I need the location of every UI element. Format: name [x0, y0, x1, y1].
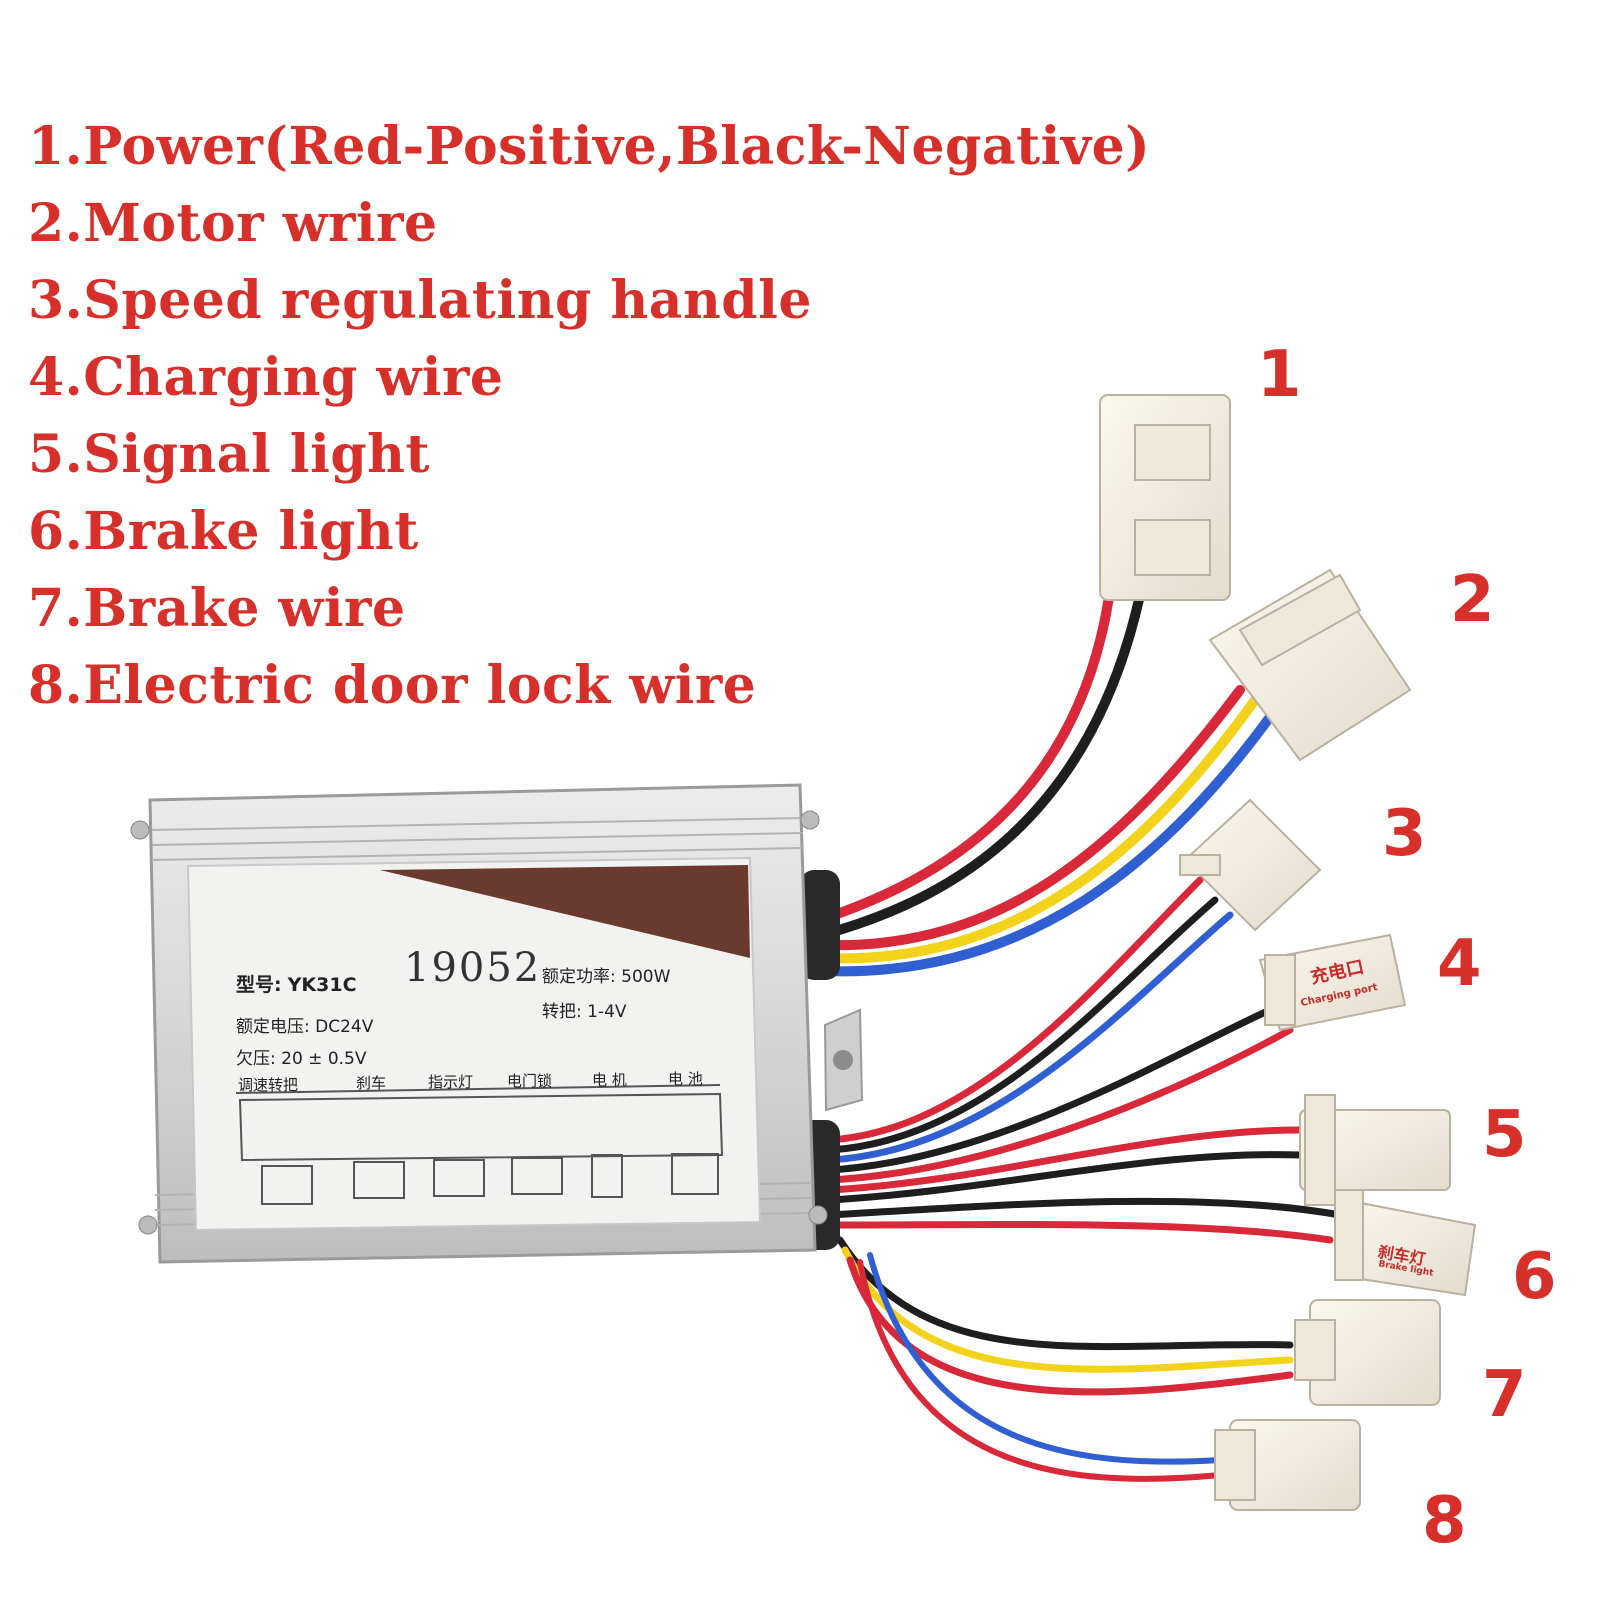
motor-wires [820, 685, 1280, 977]
model-label: 型号: YK31C [236, 974, 357, 996]
controller-housing [130, 783, 864, 1264]
connector-3 [1179, 798, 1322, 932]
port-label-battery: 电 池 [668, 1070, 703, 1088]
brake-lock-wires [836, 1236, 1294, 1482]
port-label-indicator: 指示灯 [428, 1073, 474, 1091]
legend-item-brake-wire: 7.Brake wire [28, 578, 406, 639]
legend-item-motor: 2.Motor wrire [28, 193, 438, 254]
port-label-lock: 电门锁 [507, 1072, 553, 1090]
undervoltage-spec: 欠压: 20 ± 0.5V [236, 1049, 367, 1069]
rated-power: 额定功率: 500W [542, 967, 671, 987]
port-label-motor: 电 机 [592, 1071, 627, 1089]
legend-item-signal-light: 5.Signal light [28, 424, 431, 485]
connector-4 [1258, 933, 1407, 1032]
legend-item-power: 1.Power(Red-Positive,Black-Negative) [28, 116, 1151, 177]
connector-6 [1333, 1189, 1477, 1297]
legend-item-charging: 4.Charging wire [28, 347, 504, 408]
connector-8 [1214, 1419, 1361, 1511]
callout-7: 7 [1482, 1358, 1527, 1432]
port-label-brake: 刹车 [356, 1074, 387, 1092]
callout-8: 8 [1422, 1484, 1467, 1558]
legend-list: 1.Power(Red-Positive,Black-Negative) 2.M… [28, 108, 1150, 724]
connector-7 [1294, 1299, 1441, 1406]
legend-item-brake-light: 6.Brake light [28, 501, 419, 562]
connector-1 [1099, 394, 1231, 601]
callout-3: 3 [1382, 797, 1427, 871]
callout-5: 5 [1482, 1098, 1527, 1172]
light-wires [826, 1126, 1344, 1244]
port-label-throttle: 调速转把 [238, 1076, 299, 1094]
connector-5 [1299, 1094, 1451, 1206]
callout-4: 4 [1437, 927, 1482, 1001]
handle-charging-wires [826, 876, 1294, 1184]
power-wires [815, 585, 1145, 940]
callout-1: 1 [1257, 338, 1302, 412]
handwritten-number: 19052 [404, 945, 542, 991]
callout-2: 2 [1450, 563, 1495, 637]
connector-2 [1208, 568, 1412, 762]
legend-item-speed-handle: 3.Speed regulating handle [28, 270, 812, 331]
throttle-spec: 转把: 1-4V [542, 1002, 627, 1022]
rated-voltage: 额定电压: DC24V [236, 1017, 374, 1037]
legend-item-door-lock: 8.Electric door lock wire [28, 655, 757, 716]
callout-6: 6 [1512, 1240, 1557, 1314]
